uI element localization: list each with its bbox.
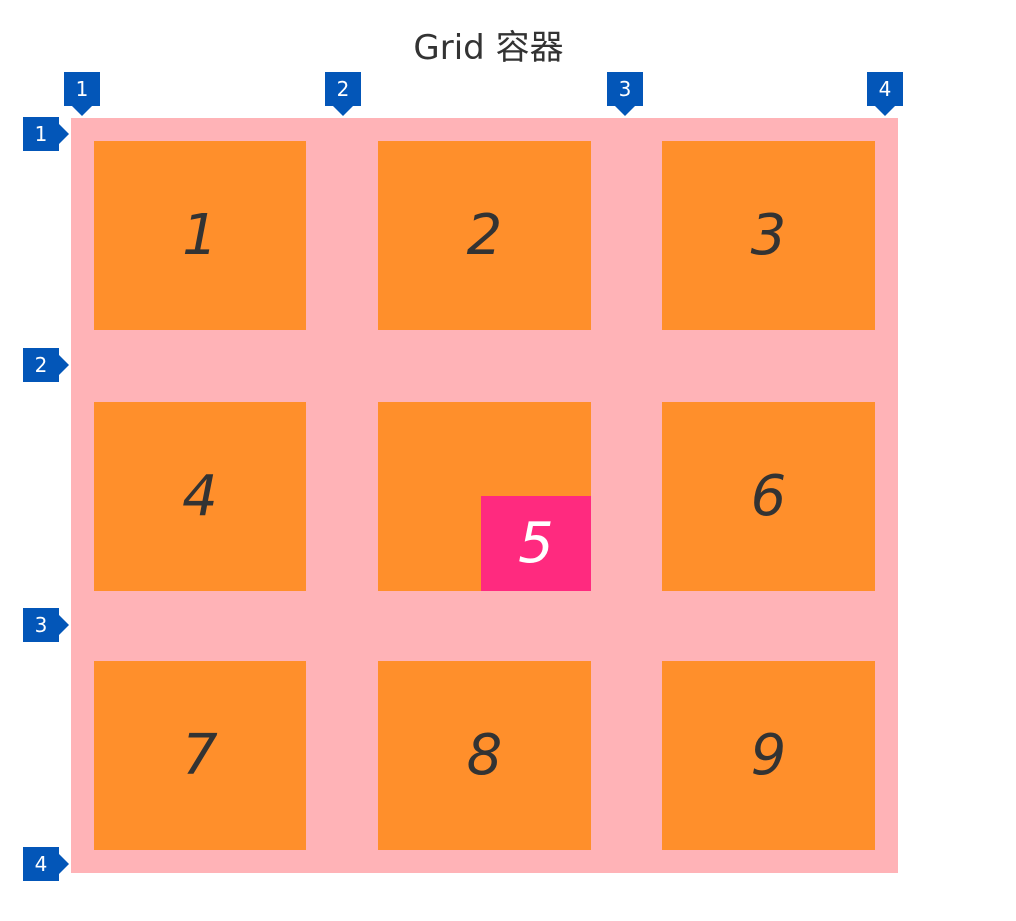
- grid-item-1: 1: [94, 141, 306, 330]
- row-line-marker-1: 1: [23, 117, 69, 151]
- grid-item-6: 6: [662, 402, 875, 591]
- grid-item-4: 4: [94, 402, 306, 591]
- grid-item-7: 7: [94, 661, 306, 850]
- column-line-marker-3: 3: [607, 72, 643, 116]
- row-line-marker-3: 3: [23, 608, 69, 642]
- grid-item-3: 3: [662, 141, 875, 330]
- column-line-marker-4: 4: [867, 72, 903, 116]
- column-line-marker-1: 1: [64, 72, 100, 116]
- diagram-title: Grid 容器: [413, 28, 564, 68]
- row-line-marker-2: 2: [23, 348, 69, 382]
- grid-item-8: 8: [378, 661, 591, 850]
- grid-item-2: 2: [378, 141, 591, 330]
- grid-item-5: 5: [481, 496, 591, 591]
- grid-item-9: 9: [662, 661, 875, 850]
- row-line-marker-4: 4: [23, 847, 69, 881]
- column-line-marker-2: 2: [325, 72, 361, 116]
